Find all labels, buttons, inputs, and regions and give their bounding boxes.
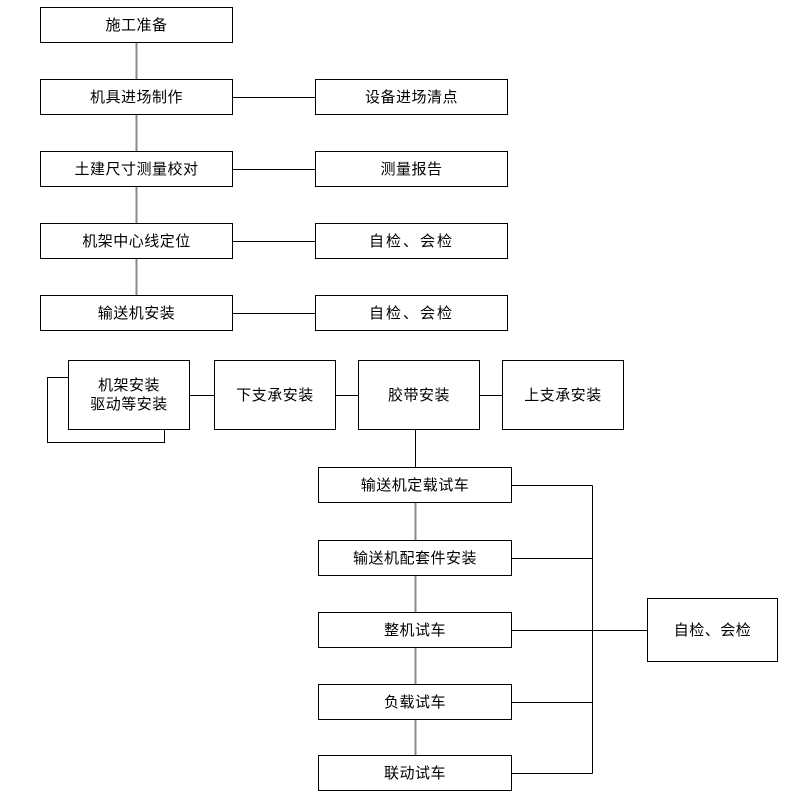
node-belt-installation[interactable]: 胶带安装 <box>358 360 480 430</box>
node-load-trial[interactable]: 负载试车 <box>318 684 512 720</box>
node-lower-support-installation[interactable]: 下支承安装 <box>214 360 336 430</box>
node-upper-support-installation[interactable]: 上支承安装 <box>502 360 624 430</box>
node-survey-report[interactable]: 测量报告 <box>315 151 508 187</box>
node-civil-dimension-survey[interactable]: 土建尺寸测量校对 <box>40 151 233 187</box>
node-self-joint-inspection-1[interactable]: 自检、会检 <box>315 223 508 259</box>
node-equipment-onsite-fabrication[interactable]: 机具进场制作 <box>40 79 233 115</box>
node-frame-centerline-positioning[interactable]: 机架中心线定位 <box>40 223 233 259</box>
node-frame-drive-installation[interactable]: 机架安装 驱动等安装 <box>68 360 190 430</box>
node-equipment-arrival-inventory[interactable]: 设备进场清点 <box>315 79 508 115</box>
node-conveyor-accessory-installation[interactable]: 输送机配套件安装 <box>318 540 512 576</box>
node-linkage-trial[interactable]: 联动试车 <box>318 755 512 791</box>
node-construction-preparation[interactable]: 施工准备 <box>40 7 233 43</box>
node-conveyor-rated-load-trial[interactable]: 输送机定载试车 <box>318 467 512 503</box>
node-conveyor-installation[interactable]: 输送机安装 <box>40 295 233 331</box>
node-self-joint-inspection-3[interactable]: 自检、会检 <box>647 598 778 662</box>
node-whole-machine-trial[interactable]: 整机试车 <box>318 612 512 648</box>
node-self-joint-inspection-2[interactable]: 自检、会检 <box>315 295 508 331</box>
